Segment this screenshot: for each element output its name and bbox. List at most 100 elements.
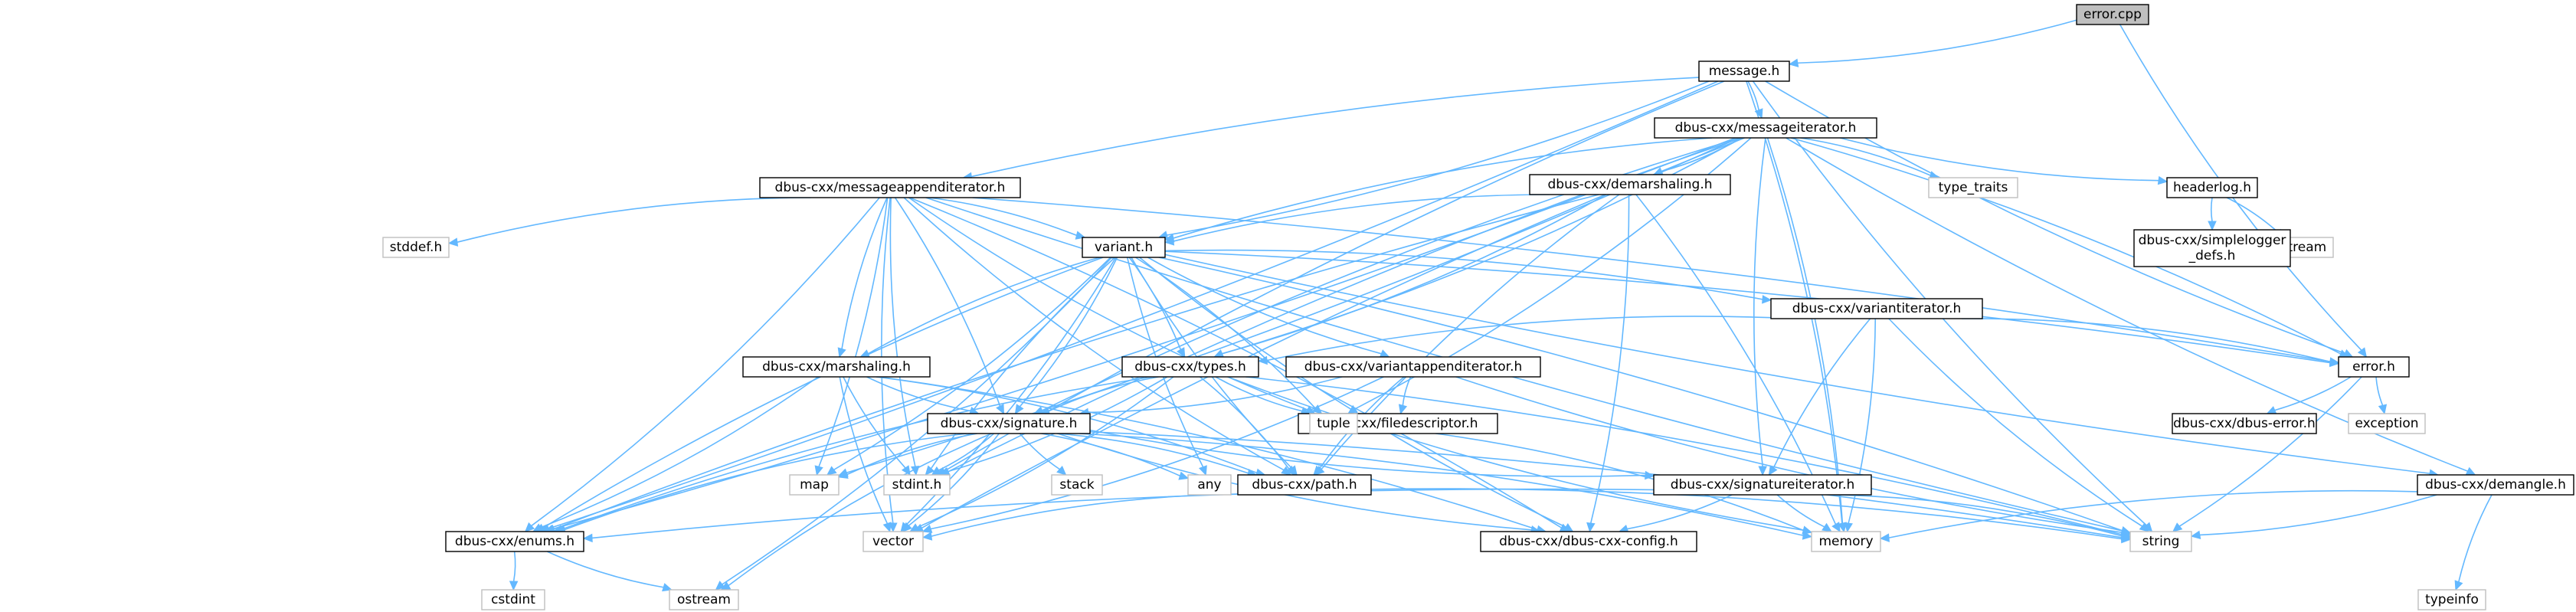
edge-error_h-to-string bbox=[2172, 376, 2362, 532]
node-map: map bbox=[789, 474, 840, 496]
edge-line bbox=[1048, 376, 1159, 412]
edge-demarshaling_h-to-dbus_cxx_config_h bbox=[1586, 194, 1630, 533]
edge-line bbox=[1089, 429, 1646, 477]
edge-line bbox=[1772, 318, 1871, 469]
edge-variant_h-to-map bbox=[826, 257, 1111, 476]
node-label: dbus-cxx/enums.h bbox=[455, 534, 574, 549]
edge-arrowhead bbox=[662, 583, 673, 592]
edge-line bbox=[866, 376, 971, 412]
node-label: string bbox=[2142, 534, 2180, 549]
node-signatureiterator-h[interactable]: dbus-cxx/signatureiterator.h bbox=[1653, 474, 1872, 496]
node-box bbox=[883, 474, 951, 496]
node-enums-h[interactable]: dbus-cxx/enums.h bbox=[445, 531, 584, 552]
node-variantappenditerator-h[interactable]: dbus-cxx/variantappenditerator.h bbox=[1285, 356, 1541, 378]
edge-arrowhead bbox=[1178, 471, 1190, 480]
edge-arrowhead bbox=[921, 532, 933, 541]
edge-variant_h-to-stdint_h bbox=[925, 257, 1116, 476]
node-simplelogger-defs-h[interactable]: dbus-cxx/simplelogger_defs.h bbox=[2133, 229, 2291, 267]
node-label: dbus-cxx/messageiterator.h bbox=[1675, 120, 1857, 136]
edge-signatureiterator_h-to-memory bbox=[1776, 494, 1832, 532]
node-box bbox=[1309, 413, 1358, 434]
edge-line bbox=[928, 197, 1077, 237]
edge-arrowhead bbox=[1762, 295, 1772, 304]
node-variantiterator-h[interactable]: dbus-cxx/variantiterator.h bbox=[1770, 298, 1983, 319]
edge-arrowhead bbox=[2139, 522, 2150, 532]
edge-arrowhead bbox=[1177, 347, 1186, 358]
node-type-traits: type_traits bbox=[1928, 177, 2018, 198]
node-error-h[interactable]: error.h bbox=[2338, 356, 2410, 378]
node-label: map bbox=[800, 477, 829, 493]
node-stddef-h: stddef.h bbox=[382, 237, 450, 258]
node-label: ostream bbox=[677, 592, 731, 607]
edge-arrowhead bbox=[1379, 349, 1390, 358]
node-box bbox=[862, 531, 924, 552]
node-signature-h[interactable]: dbus-cxx/signature.h bbox=[927, 413, 1091, 434]
node-types-h[interactable]: dbus-cxx/types.h bbox=[1121, 356, 1259, 378]
node-label: dbus-cxx/path.h bbox=[1252, 477, 1357, 493]
edge-line bbox=[553, 194, 1599, 530]
edge-line bbox=[908, 433, 1000, 526]
edge-line bbox=[1173, 194, 1550, 242]
node-box bbox=[1121, 356, 1259, 378]
edge-line bbox=[1164, 254, 2430, 474]
node-error-cpp[interactable]: error.cpp bbox=[2076, 4, 2149, 25]
node-headerlog-h[interactable]: headerlog.h bbox=[2166, 177, 2258, 198]
node-variant-h[interactable]: variant.h bbox=[1082, 237, 1166, 258]
edge-line bbox=[917, 376, 1174, 529]
node-label: dbus-cxx/messageappenditerator.h bbox=[775, 180, 1006, 195]
node-box bbox=[2417, 589, 2486, 610]
edge-marshaling_h-to-vector bbox=[839, 376, 892, 533]
edge-messageappenditerator_h-to-enums_h bbox=[524, 197, 880, 532]
node-memory: memory bbox=[1811, 531, 1881, 552]
node-box bbox=[2129, 531, 2192, 552]
edge-variantiterator_h-to-types_h bbox=[1257, 316, 1772, 365]
node-cstdint: cstdint bbox=[481, 589, 545, 610]
edge-signature_h-to-stdint_h bbox=[931, 433, 995, 476]
node-stdint-h: stdint.h bbox=[883, 474, 951, 496]
node-demangle-h[interactable]: dbus-cxx/demangle.h bbox=[2417, 474, 2574, 496]
edge-line bbox=[548, 80, 1719, 529]
edge-arrowhead bbox=[1768, 465, 1778, 476]
node-messageappenditerator-h[interactable]: dbus-cxx/messageappenditerator.h bbox=[759, 177, 1021, 198]
edge-arrowhead bbox=[2266, 406, 2277, 414]
node-box bbox=[2172, 413, 2317, 434]
edge-arrowhead bbox=[2120, 531, 2132, 541]
edge-line bbox=[1888, 318, 2143, 527]
edge-line bbox=[512, 551, 516, 582]
node-box bbox=[1529, 174, 1731, 195]
edge-arrowhead bbox=[1879, 533, 1890, 542]
edge-arrowhead bbox=[1586, 522, 1596, 533]
edge-line bbox=[2199, 494, 2437, 536]
edge-demangle_h-to-string bbox=[2190, 494, 2437, 540]
edge-arrowhead bbox=[837, 470, 849, 479]
edge-messageappenditerator_h-to-variant_h bbox=[928, 197, 1086, 240]
node-filedescriptor-h[interactable]: dbus-cxx/filedescriptor.h bbox=[1298, 413, 1498, 434]
node-path-h[interactable]: dbus-cxx/path.h bbox=[1237, 474, 1372, 496]
edge-arrowhead bbox=[1788, 58, 1799, 67]
edge-line bbox=[2375, 376, 2384, 406]
node-marshaling-h[interactable]: dbus-cxx/marshaling.h bbox=[742, 356, 931, 378]
node-message-h[interactable]: message.h bbox=[1698, 61, 1790, 82]
edge-types_h-to-memory bbox=[1227, 376, 1813, 535]
edge-signature_h-to-map bbox=[837, 433, 977, 479]
edge-arrowhead bbox=[1831, 522, 1841, 533]
edge-line bbox=[531, 197, 880, 527]
node-label: error.cpp bbox=[2083, 7, 2142, 22]
node-label: dbus-cxx/marshaling.h bbox=[762, 359, 911, 375]
edge-variantiterator_h-to-error_h bbox=[1962, 318, 2340, 367]
node-box bbox=[445, 531, 584, 552]
node-label: message.h bbox=[1709, 64, 1780, 79]
node-label: cstdint bbox=[491, 592, 535, 607]
node-label: dbus-cxx/dbus-error.h bbox=[2173, 416, 2316, 431]
node-dbus-error-h[interactable]: dbus-cxx/dbus-error.h bbox=[2172, 413, 2317, 434]
edge-signatureiterator_h-to-string bbox=[1832, 494, 2132, 541]
edge-line bbox=[1089, 431, 2123, 538]
node-demarshaling-h[interactable]: dbus-cxx/demarshaling.h bbox=[1529, 174, 1731, 195]
node-messageiterator-h[interactable]: dbus-cxx/messageiterator.h bbox=[1654, 117, 1877, 139]
node-label: headerlog.h bbox=[2173, 180, 2251, 195]
edge-arrowhead bbox=[509, 581, 519, 591]
node-dbus-cxx-config-h[interactable]: dbus-cxx/dbus-cxx-config.h bbox=[1480, 531, 1697, 552]
edge-line bbox=[1164, 250, 2331, 364]
edge-line bbox=[591, 488, 1655, 539]
edge-line bbox=[818, 197, 889, 467]
